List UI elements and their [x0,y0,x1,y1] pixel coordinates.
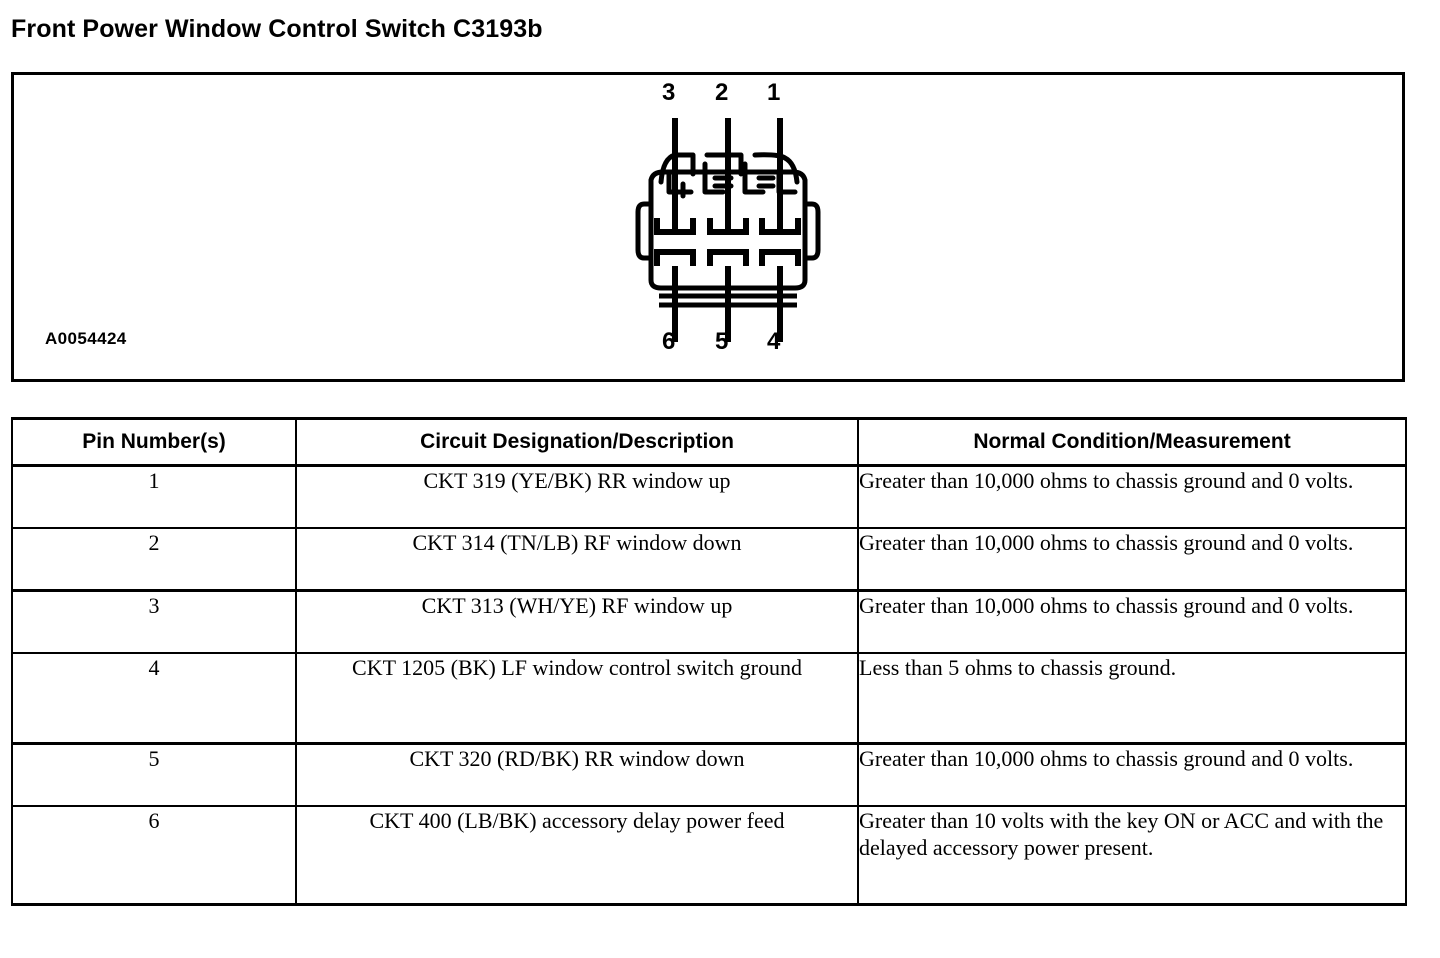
pin-callout-6: 6 [662,328,676,355]
cell-measurement: Greater than 10,000 ohms to chassis grou… [857,589,1407,654]
table-row: 5 CKT 320 (RD/BK) RR window down Greater… [11,742,1407,807]
cell-pin-number: 6 [11,805,297,906]
cell-description: CKT 314 (TN/LB) RF window down [295,527,859,592]
pin-callout-4: 4 [767,328,781,355]
table-row: 4 CKT 1205 (BK) LF window control switch… [11,652,1407,745]
pin-callout-5: 5 [715,328,729,355]
table-row: 1 CKT 319 (YE/BK) RR window up Greater t… [11,464,1407,529]
cell-pin-number: 1 [11,464,297,529]
pin-callout-2: 2 [715,79,729,106]
pin-table: Pin Number(s) Circuit Designation/Descri… [11,417,1407,906]
cell-pin-number: 2 [11,527,297,592]
table-row: 3 CKT 313 (WH/YE) RF window up Greater t… [11,589,1407,654]
cell-description: CKT 319 (YE/BK) RR window up [295,464,859,529]
cell-pin-number: 4 [11,652,297,745]
table-row: 2 CKT 314 (TN/LB) RF window down Greater… [11,527,1407,592]
cell-measurement: Greater than 10,000 ohms to chassis grou… [857,527,1407,592]
pin-table-container: Pin Number(s) Circuit Designation/Descri… [11,417,1407,906]
cell-pin-number: 5 [11,742,297,807]
page-title: Front Power Window Control Switch C3193b [11,15,543,43]
connector-diagram-panel: A0054424 [11,72,1405,382]
pin-callout-3: 3 [662,79,676,106]
pin-table-body: 1 CKT 319 (YE/BK) RR window up Greater t… [11,464,1407,906]
cell-description: CKT 1205 (BK) LF window control switch g… [295,652,859,745]
pin-callout-1: 1 [767,79,781,106]
cell-measurement: Greater than 10,000 ohms to chassis grou… [857,742,1407,807]
column-header-description: Circuit Designation/Description [295,417,859,467]
cell-measurement: Greater than 10 volts with the key ON or… [857,805,1407,906]
table-row: 6 CKT 400 (LB/BK) accessory delay power … [11,805,1407,906]
column-header-pin-number: Pin Number(s) [11,417,297,467]
column-header-measurement: Normal Condition/Measurement [857,417,1407,467]
cell-description: CKT 320 (RD/BK) RR window down [295,742,859,807]
cell-description: CKT 400 (LB/BK) accessory delay power fe… [295,805,859,906]
cell-measurement: Greater than 10,000 ohms to chassis grou… [857,464,1407,529]
connector-illustration [619,100,849,360]
diagram-reference-code: A0054424 [45,329,127,348]
cell-measurement: Less than 5 ohms to chassis ground. [857,652,1407,745]
cell-description: CKT 313 (WH/YE) RF window up [295,589,859,654]
cell-pin-number: 3 [11,589,297,654]
table-header-row: Pin Number(s) Circuit Designation/Descri… [11,417,1407,467]
